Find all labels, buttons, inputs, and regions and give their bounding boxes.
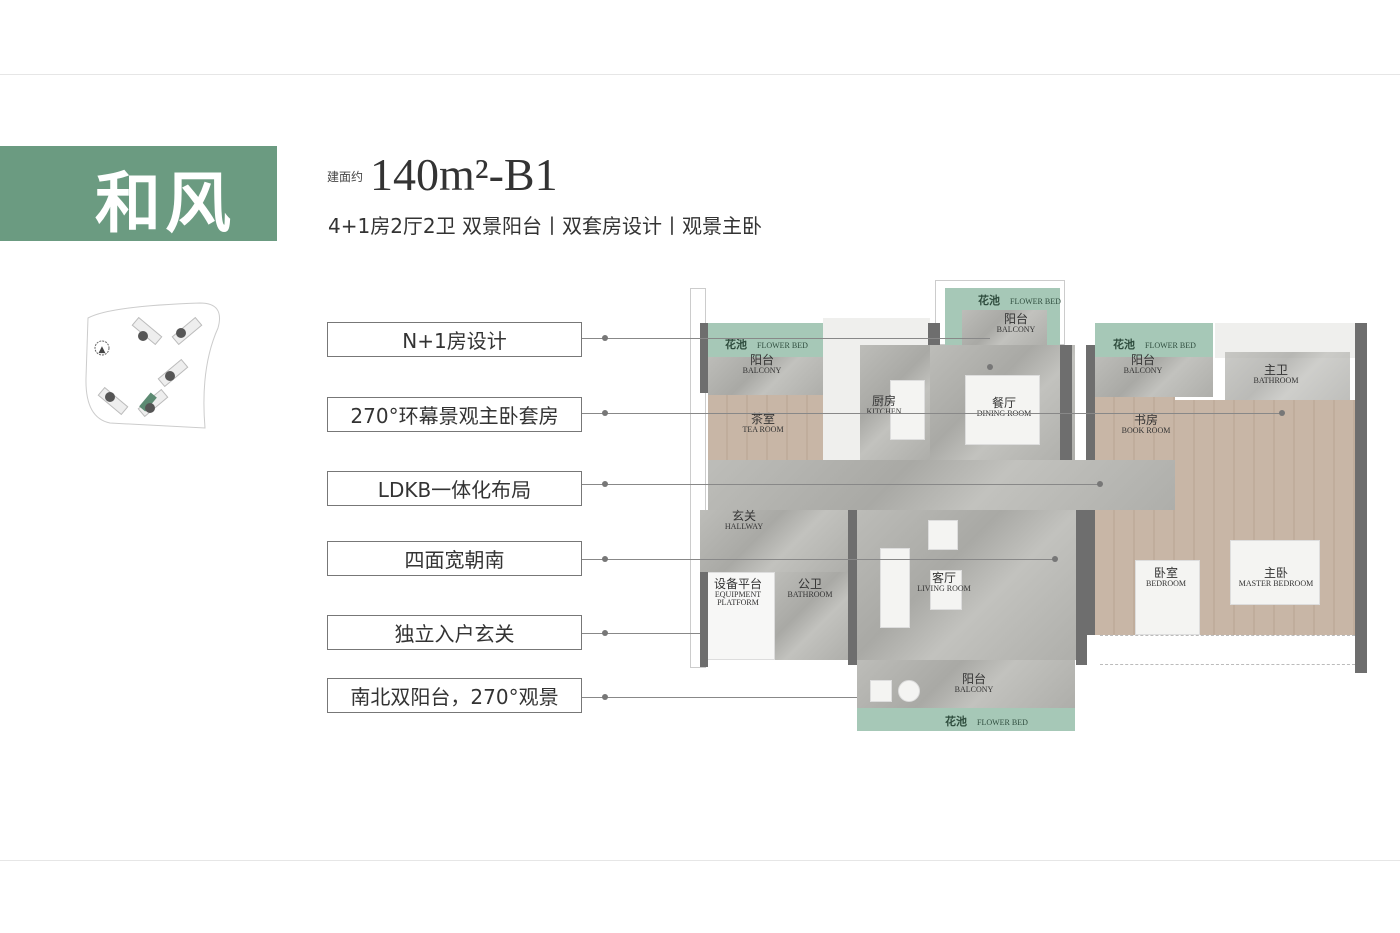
leader-dot bbox=[602, 694, 608, 700]
feature-entrance-hall: 独立入户玄关 bbox=[327, 615, 582, 650]
exterior-structure bbox=[690, 288, 706, 668]
area-prefix: 建面约 bbox=[327, 170, 364, 184]
balcony-chair bbox=[870, 680, 892, 702]
balcony-table bbox=[898, 680, 920, 702]
coffee-table bbox=[930, 570, 962, 610]
leader-line bbox=[582, 633, 700, 634]
armchair bbox=[928, 520, 958, 550]
svg-text:▲: ▲ bbox=[99, 345, 106, 355]
leader-line bbox=[582, 338, 990, 339]
leader-dot bbox=[602, 481, 608, 487]
leader-dot bbox=[602, 556, 608, 562]
feature-ldkb: LDKB一体化布局 bbox=[327, 471, 582, 506]
bed bbox=[1135, 560, 1200, 635]
feature-double-balcony: 南北双阳台，270°观景 bbox=[327, 678, 582, 713]
sofa bbox=[880, 548, 910, 628]
bottom-divider bbox=[0, 860, 1400, 861]
leader-end-dot bbox=[1097, 481, 1103, 487]
current-building-marker bbox=[139, 392, 157, 412]
north-arrow-icon: ▲ bbox=[94, 340, 110, 356]
feature-n-plus-1: N+1房设计 bbox=[327, 322, 582, 357]
site-plan-map: ▲ bbox=[85, 302, 220, 429]
kitchen-island bbox=[890, 380, 925, 440]
style-name: 和风 bbox=[95, 164, 235, 242]
master-bed bbox=[1230, 540, 1320, 605]
leader-end-dot bbox=[1052, 556, 1058, 562]
leader-end-dot bbox=[1279, 410, 1285, 416]
leader-dot bbox=[602, 335, 608, 341]
area-title: 140m²-B1 bbox=[370, 149, 558, 200]
leader-dot bbox=[602, 630, 608, 636]
feature-four-bay-south: 四面宽朝南 bbox=[327, 541, 582, 576]
leader-line bbox=[582, 413, 1282, 414]
dining-table bbox=[965, 375, 1040, 445]
leader-dot bbox=[602, 410, 608, 416]
subtitle: 4+1房2厅2卫 双景阳台丨双套房设计丨观景主卧 bbox=[328, 214, 763, 238]
feature-master-suite: 270°环幕景观主卧套房 bbox=[327, 397, 582, 432]
leader-line bbox=[582, 484, 1100, 485]
title-band bbox=[0, 146, 277, 241]
leader-line bbox=[582, 559, 1055, 560]
leader-line bbox=[582, 697, 857, 698]
top-divider bbox=[0, 74, 1400, 75]
leader-end-dot bbox=[987, 364, 993, 370]
